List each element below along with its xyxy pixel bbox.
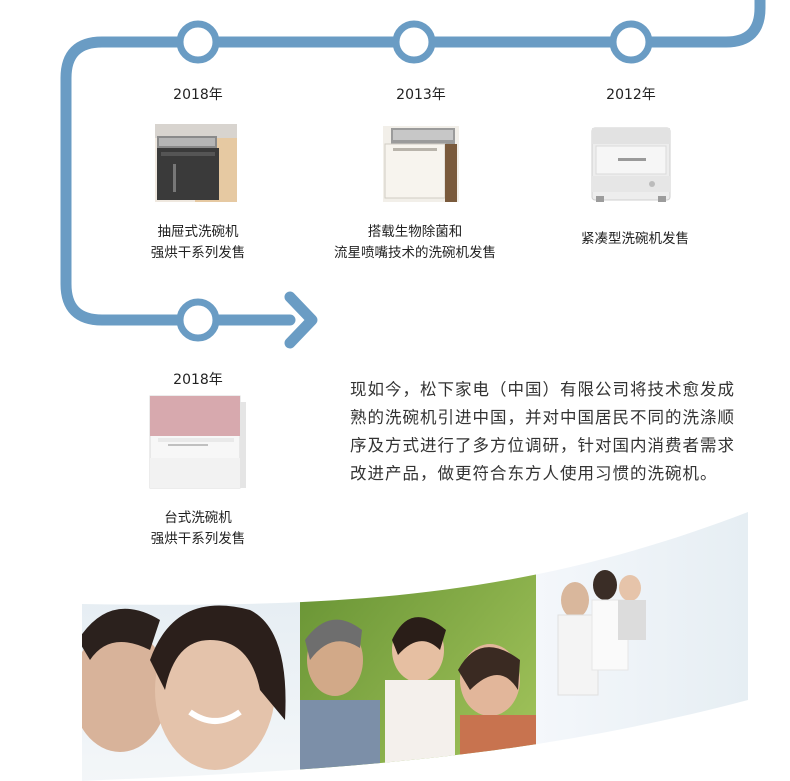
milestone-caption: 抽屉式洗碗机 强烘干系列发售	[150, 224, 246, 261]
built-in-dishwasher-image	[383, 126, 459, 202]
smiling-girls-photo	[82, 512, 300, 781]
milestone-year: 2013年	[396, 87, 446, 103]
milestone-year: 2012年	[606, 87, 656, 103]
milestone-caption: 台式洗碗机 强烘干系列发售	[150, 510, 246, 547]
milestone-year: 2018年	[173, 372, 223, 388]
timeline-node-2018	[176, 20, 220, 64]
countertop-dishwasher-image	[149, 395, 246, 489]
intro-paragraph: 现如今，松下家电（中国）有限公司将技术愈发成熟的洗碗机引进中国，并对中国居民不同…	[350, 380, 735, 483]
arrow-right-icon	[284, 291, 318, 349]
timeline-node-2013	[392, 20, 436, 64]
compact-dishwasher-image	[591, 127, 671, 202]
timeline-node-2012	[609, 20, 653, 64]
family-grandparents-photo	[300, 512, 536, 781]
milestone-year: 2018年	[173, 87, 223, 103]
timeline-node-2018b	[176, 298, 220, 342]
drawer-dishwasher-image	[155, 124, 237, 202]
milestone-caption: 紧凑型洗碗机发售	[581, 231, 689, 247]
father-child-photo	[536, 512, 748, 781]
milestone-caption: 搭载生物除菌和 流星喷嘴技术的洗碗机发售	[334, 224, 496, 261]
